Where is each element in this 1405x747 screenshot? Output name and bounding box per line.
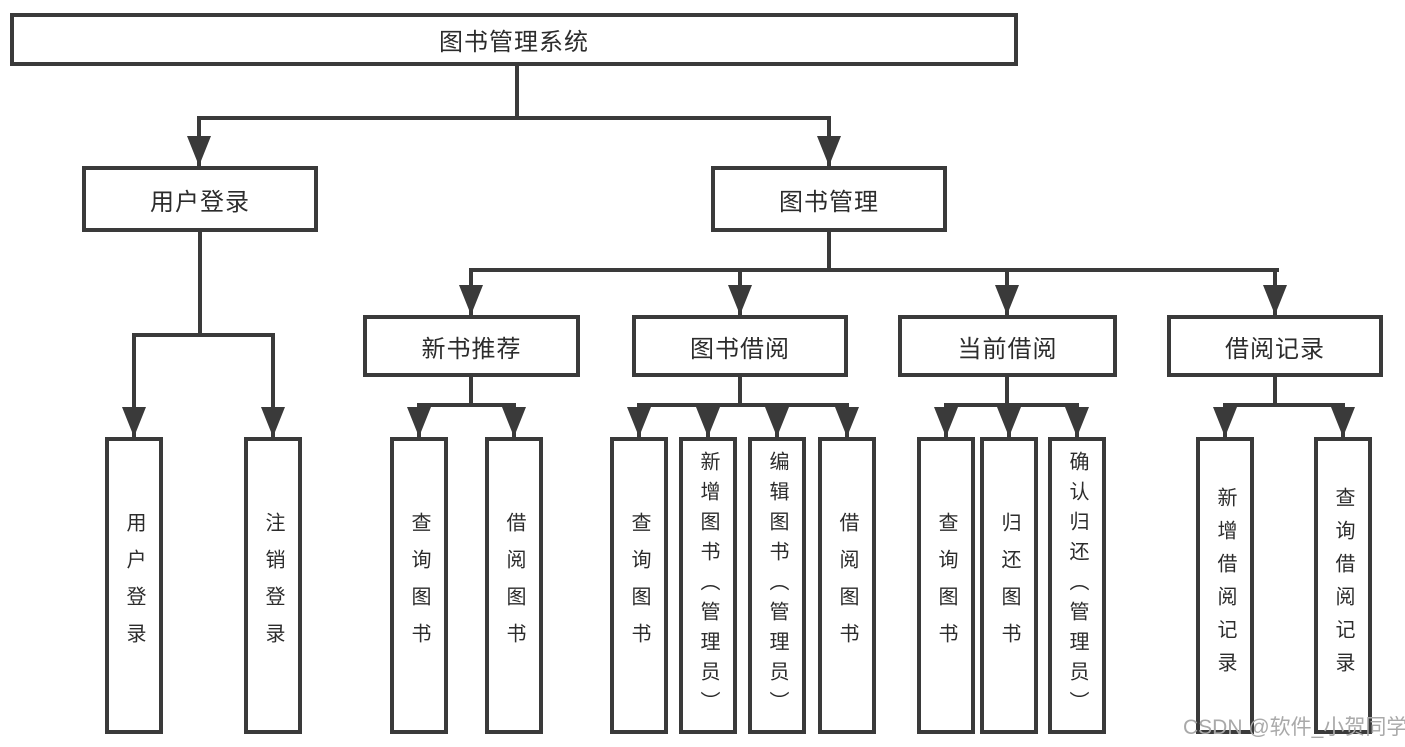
leaf-label: 确认归还（管理员） <box>1066 450 1088 721</box>
node-user-login: 用户登录 <box>82 166 318 232</box>
node-new-book-recommendation: 新书推荐 <box>363 315 580 377</box>
leaf-label: 借阅图书 <box>503 511 525 660</box>
connector-arrowhead <box>997 407 1021 437</box>
connector-userlogin-hline <box>132 333 275 337</box>
connector-recommend-stub <box>469 373 473 407</box>
connector-userlogin-stub <box>198 230 202 335</box>
leaf-add-borrow-record: 新增借阅记录 <box>1196 437 1254 734</box>
leaf-label: 查询图书 <box>408 511 430 660</box>
node-label: 当前借阅 <box>957 335 1058 363</box>
connector-records-stub <box>1273 373 1277 407</box>
node-label: 用户登录 <box>150 188 250 216</box>
leaf-borrow-books-borrowing: 借阅图书 <box>818 437 876 734</box>
leaf-label: 新增借阅记录 <box>1214 486 1236 685</box>
leaf-query-books-recommend: 查询图书 <box>390 437 448 734</box>
connector-records-hline <box>1223 403 1345 407</box>
leaf-query-books-borrowing: 查询图书 <box>610 437 668 734</box>
connector-arrowhead <box>696 407 720 437</box>
leaf-label: 编辑图书（管理员） <box>766 450 788 721</box>
connector-arrowhead <box>122 407 146 437</box>
node-book-borrowing: 图书借阅 <box>632 315 848 377</box>
connector-level2-hline <box>197 116 831 120</box>
node-label: 借阅记录 <box>1225 335 1325 363</box>
leaf-label: 新增图书（管理员） <box>697 450 719 721</box>
leaf-label: 注销登录 <box>262 511 284 660</box>
connector-arrowhead <box>995 285 1019 315</box>
connector-arrowhead <box>1213 407 1237 437</box>
leaf-add-books-admin: 新增图书（管理员） <box>679 437 737 734</box>
connector-arrowhead <box>187 136 211 166</box>
node-book-management: 图书管理 <box>711 166 947 232</box>
leaf-borrow-books-recommend: 借阅图书 <box>485 437 543 734</box>
connector-recommend-hline <box>417 403 516 407</box>
connector-current-hline <box>944 403 1079 407</box>
leaf-user-login: 用户登录 <box>105 437 163 734</box>
leaf-logout: 注销登录 <box>244 437 302 734</box>
node-label: 新书推荐 <box>421 335 522 363</box>
connector-arrowhead <box>459 285 483 315</box>
connector-current-stub <box>1005 373 1009 407</box>
connector-stem <box>271 333 275 437</box>
node-label: 图书管理系统 <box>439 29 589 56</box>
connector-arrowhead <box>1331 407 1355 437</box>
node-borrowing-records: 借阅记录 <box>1167 315 1383 377</box>
node-label: 图书管理 <box>779 188 879 216</box>
connector-arrowhead <box>835 407 859 437</box>
leaf-label: 查询图书 <box>935 511 957 660</box>
leaf-label: 归还图书 <box>998 511 1020 660</box>
connector-arrowhead <box>728 285 752 315</box>
connector-level3-hline <box>469 268 1279 272</box>
leaf-label: 借阅图书 <box>836 511 858 660</box>
connector-borrowing-stub <box>738 373 742 407</box>
connector-arrowhead <box>407 407 431 437</box>
connector-borrowing-hline <box>637 403 849 407</box>
connector-arrowhead <box>1065 407 1089 437</box>
connector-arrowhead <box>502 407 526 437</box>
leaf-edit-books-admin: 编辑图书（管理员） <box>748 437 806 734</box>
node-library-management-system: 图书管理系统 <box>10 13 1018 66</box>
connector-arrowhead <box>627 407 651 437</box>
connector-arrowhead <box>261 407 285 437</box>
node-label: 图书借阅 <box>690 335 790 363</box>
connector-stem <box>132 333 136 437</box>
connector-arrowhead <box>817 136 841 166</box>
node-current-borrowing: 当前借阅 <box>898 315 1117 377</box>
connector-bookmgmt-stub <box>827 230 831 272</box>
connector-arrowhead <box>934 407 958 437</box>
connector-arrowhead <box>765 407 789 437</box>
leaf-label: 用户登录 <box>123 511 145 660</box>
leaf-confirm-return-admin: 确认归还（管理员） <box>1048 437 1106 734</box>
leaf-query-books-current: 查询图书 <box>917 437 975 734</box>
leaf-label: 查询借阅记录 <box>1332 486 1354 685</box>
leaf-return-books: 归还图书 <box>980 437 1038 734</box>
leaf-label: 查询图书 <box>628 511 650 660</box>
connector-root-stub <box>515 64 519 120</box>
connector-arrowhead <box>1263 285 1287 315</box>
leaf-query-borrow-record: 查询借阅记录 <box>1314 437 1372 734</box>
